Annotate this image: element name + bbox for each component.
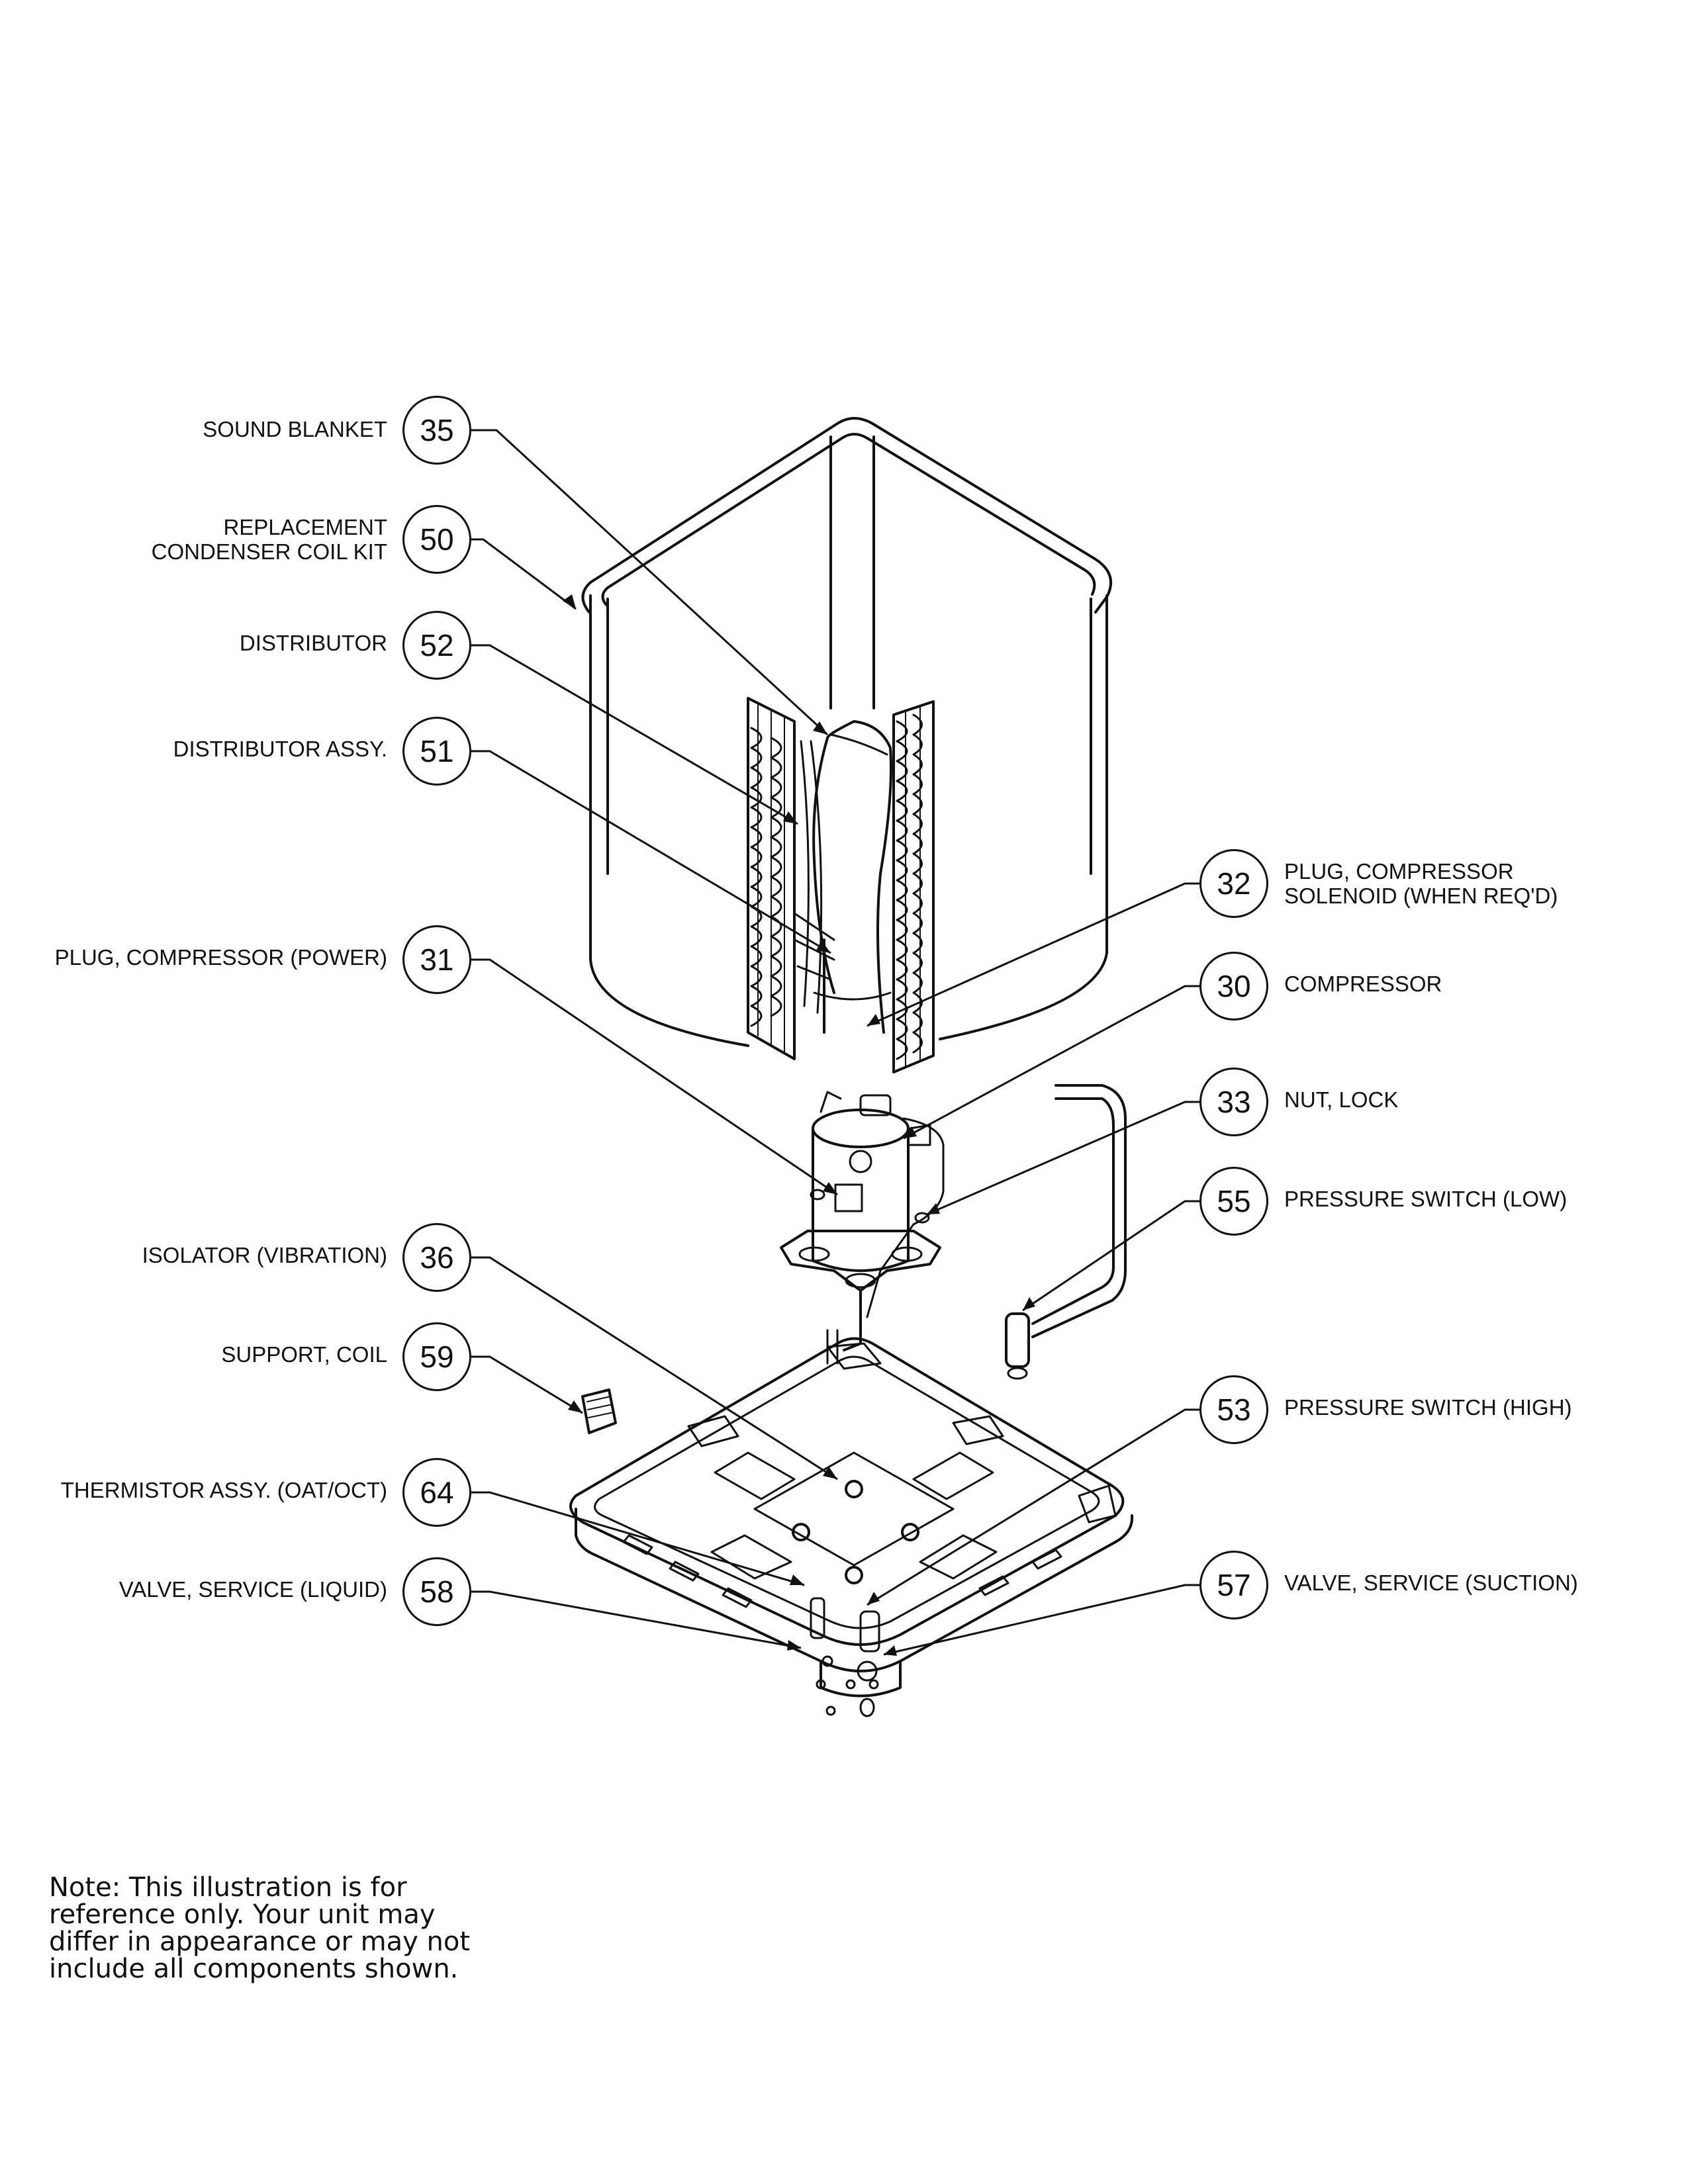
callout-bubble-35: 35 — [402, 396, 471, 465]
callout-label-50: REPLACEMENT CONDENSER COIL KIT — [151, 515, 387, 564]
sound-blanket — [812, 720, 892, 1034]
callout-label-58: VALVE, SERVICE (LIQUID) — [118, 1577, 387, 1602]
condenser-coil-wrap — [581, 417, 1113, 1047]
callout-label-51: DISTRIBUTOR ASSY. — [173, 737, 387, 761]
loose-parts — [816, 1679, 879, 1717]
callout-label-52: DISTRIBUTOR — [239, 631, 387, 655]
leader-arrows — [563, 594, 1035, 1656]
callout-bubble-51: 51 — [402, 717, 471, 786]
callout-bubble-36: 36 — [402, 1223, 471, 1292]
callout-label-64: THERMISTOR ASSY. (OAT/OCT) — [60, 1478, 387, 1502]
coil-support — [581, 1388, 617, 1434]
callout-label-36: ISOLATOR (VIBRATION) — [142, 1243, 387, 1267]
base-pan — [569, 1337, 1134, 1698]
callout-bubble-53: 53 — [1199, 1375, 1268, 1444]
callout-bubble-59: 59 — [402, 1322, 471, 1391]
callout-bubble-58: 58 — [402, 1557, 471, 1626]
callout-label-30: COMPRESSOR — [1284, 972, 1442, 996]
callout-bubble-55: 55 — [1199, 1167, 1268, 1236]
callout-label-31: PLUG, COMPRESSOR (POWER) — [54, 945, 387, 970]
disclaimer-note: Note: This illustration is for reference… — [49, 1872, 471, 1984]
callout-label-59: SUPPORT, COIL — [221, 1342, 387, 1367]
callout-label-33: NUT, LOCK — [1284, 1087, 1399, 1112]
callout-bubble-32: 32 — [1199, 849, 1268, 918]
callout-label-35: SOUND BLANKET — [203, 417, 387, 441]
callout-bubble-33: 33 — [1199, 1068, 1268, 1136]
callout-label-32: PLUG, COMPRESSOR SOLENOID (WHEN REQ'D) — [1284, 859, 1558, 908]
callout-bubble-31: 31 — [402, 925, 471, 994]
callout-label-53: PRESSURE SWITCH (HIGH) — [1284, 1395, 1572, 1420]
pressure-switch-low-tube — [1005, 1084, 1127, 1380]
lock-nuts — [810, 1189, 930, 1224]
callout-label-55: PRESSURE SWITCH (LOW) — [1284, 1187, 1568, 1211]
callout-bubble-52: 52 — [402, 611, 471, 680]
callout-bubble-50: 50 — [402, 505, 471, 574]
compressor — [780, 1091, 945, 1365]
callout-label-57: VALVE, SERVICE (SUCTION) — [1284, 1570, 1578, 1595]
callout-bubble-64: 64 — [402, 1458, 471, 1527]
coil-fins-left — [747, 697, 835, 1060]
callout-bubble-30: 30 — [1199, 952, 1268, 1021]
coil-fins-right — [892, 700, 935, 1073]
callout-bubble-57: 57 — [1199, 1551, 1268, 1619]
leader-lines — [471, 429, 1199, 1656]
